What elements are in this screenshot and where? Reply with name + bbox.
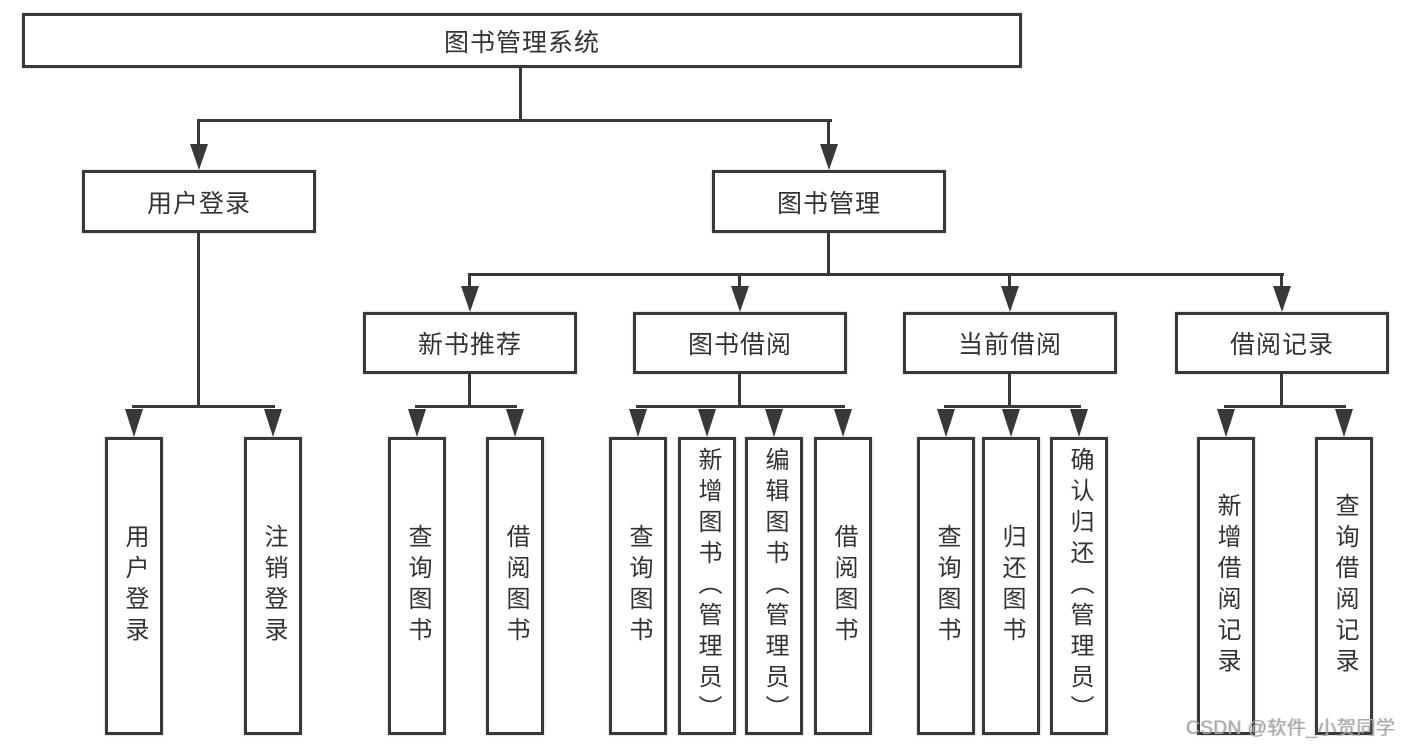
arrow-down-icon [698, 409, 716, 437]
leaf-query-books-current: 查询图书 [917, 437, 975, 735]
connector-line [738, 373, 741, 407]
leaf-label: 归还图书 [998, 524, 1025, 648]
connector-line [1280, 273, 1283, 288]
connector-line [197, 233, 200, 407]
arrow-down-icon [1070, 409, 1088, 437]
connector-line [415, 405, 517, 408]
leaf-label: 查询图书 [404, 524, 431, 648]
connector-line [738, 273, 741, 288]
connector-line [944, 405, 1081, 408]
leaf-label: 查询借阅记录 [1331, 493, 1358, 679]
arrow-down-icon [506, 409, 524, 437]
node-book-management: 图书管理 [712, 170, 946, 233]
watermark: CSDN @软件_小贺同学 [1186, 718, 1396, 739]
leaf-label: 确认归还（管理员） [1066, 446, 1093, 726]
leaf-label: 借阅图书 [830, 524, 857, 648]
leaf-query-borrow-record: 查询借阅记录 [1315, 437, 1373, 735]
leaf-borrow-books-borrowing: 借阅图书 [814, 437, 872, 735]
leaf-borrow-books-recommend: 借阅图书 [486, 437, 544, 735]
leaf-query-books-borrowing: 查询图书 [609, 437, 667, 735]
connector-line [468, 273, 471, 288]
connector-line [197, 119, 832, 122]
node-current-borrowing: 当前借阅 [903, 312, 1117, 374]
leaf-add-book-admin: 新增图书（管理员） [678, 437, 736, 735]
leaf-label: 借阅图书 [502, 524, 529, 648]
connector-line [1280, 373, 1283, 407]
arrow-down-icon [765, 409, 783, 437]
connector-line [519, 68, 522, 121]
arrow-down-icon [1273, 286, 1291, 312]
arrow-down-icon [190, 144, 208, 170]
connector-line [132, 405, 275, 408]
leaf-label: 查询图书 [933, 524, 960, 648]
node-user-login: 用户登录 [82, 170, 316, 233]
arrow-down-icon [1002, 409, 1020, 437]
connector-line [1224, 405, 1346, 408]
leaf-logout: 注销登录 [244, 437, 302, 735]
leaf-confirm-return-admin: 确认归还（管理员） [1050, 437, 1108, 735]
node-book-borrowing: 图书借阅 [633, 312, 847, 374]
node-new-book-recommendation: 新书推荐 [363, 312, 577, 374]
arrow-down-icon [731, 286, 749, 312]
arrow-down-icon [820, 144, 838, 170]
leaf-user-login: 用户登录 [105, 437, 163, 735]
leaf-label: 用户登录 [121, 524, 148, 648]
leaf-label: 新增借阅记录 [1213, 493, 1240, 679]
node-root: 图书管理系统 [22, 13, 1022, 68]
connector-line [197, 119, 200, 146]
connector-line [827, 232, 830, 275]
leaf-label: 查询图书 [625, 524, 652, 648]
connector-line [1008, 273, 1011, 288]
arrow-down-icon [408, 409, 426, 437]
arrow-down-icon [1335, 409, 1353, 437]
connector-line [1008, 373, 1011, 407]
leaf-return-books: 归还图书 [982, 437, 1040, 735]
arrow-down-icon [461, 286, 479, 312]
node-borrowing-records: 借阅记录 [1175, 312, 1389, 374]
arrow-down-icon [1001, 286, 1019, 312]
connector-line [468, 373, 471, 407]
leaf-label: 新增图书（管理员） [694, 446, 721, 726]
leaf-query-books-recommend: 查询图书 [388, 437, 446, 735]
arrow-down-icon [834, 409, 852, 437]
connector-line [636, 405, 845, 408]
connector-line [468, 273, 1284, 276]
arrow-down-icon [125, 409, 143, 437]
leaf-label: 注销登录 [260, 524, 287, 648]
arrow-down-icon [1217, 409, 1235, 437]
arrow-down-icon [629, 409, 647, 437]
arrow-down-icon [937, 409, 955, 437]
arrow-down-icon [264, 409, 282, 437]
leaf-add-borrow-record: 新增借阅记录 [1197, 437, 1255, 735]
leaf-label: 编辑图书（管理员） [761, 446, 788, 726]
leaf-edit-book-admin: 编辑图书（管理员） [745, 437, 803, 735]
connector-line [827, 119, 830, 146]
